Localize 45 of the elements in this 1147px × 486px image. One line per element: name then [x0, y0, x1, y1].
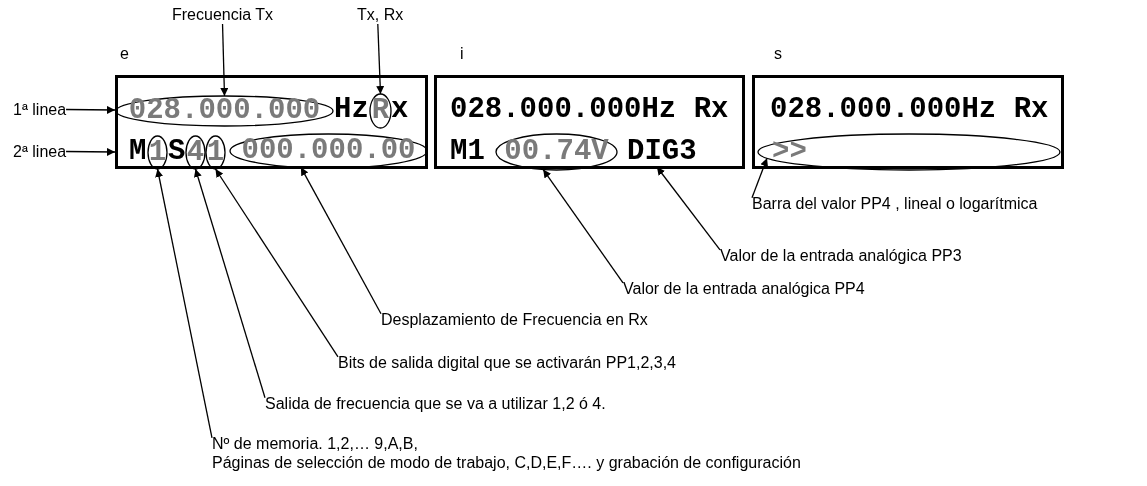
arrow [300, 166, 382, 315]
lcd-text: Hz [334, 95, 369, 125]
lcd-text: 4 [186, 137, 205, 168]
panel-heading: e [120, 44, 129, 63]
panel-heading: s [774, 44, 782, 63]
lcd-text: 00.74V [504, 137, 609, 167]
annotation-text: Frecuencia Tx [172, 5, 274, 24]
annotation-text: Valor de la entrada analógica PP4 [623, 279, 865, 298]
arrow [220, 23, 229, 97]
arrow [751, 157, 768, 199]
arrow [65, 147, 116, 156]
highlight-ellipse [230, 134, 427, 168]
annotation-text: Valor de la entrada analógica PP3 [720, 246, 962, 265]
arrow [65, 105, 116, 114]
annotation-text: Salida de frecuencia que se va a utilizar 1,2 ó 4. [265, 394, 606, 413]
lcd-text: 028.000.000Hz Rx [450, 95, 729, 125]
lcd-text: M [129, 137, 147, 167]
lcd-text: S [168, 137, 186, 167]
lcd-text: >> [772, 137, 807, 167]
highlight-ellipse [758, 134, 1060, 170]
arrow [656, 166, 721, 251]
annotation-text: 2ª linea [13, 142, 67, 161]
lcd-text: R [371, 96, 390, 126]
annotation-text: Desplazamiento de Frecuencia en Rx [381, 310, 648, 329]
lcd-text: M1 [450, 137, 485, 167]
lcd-text: DIG3 [627, 137, 697, 167]
arrow [376, 23, 385, 95]
annotation-text: Barra del valor PP4 , lineal o logarítmica [752, 194, 1038, 213]
lcd-text: 028.000.000Hz Rx [770, 95, 1049, 125]
annotation-text: Páginas de selección de modo de trabajo, C,D,E,F…. y grabación de configuración [212, 453, 801, 472]
panel-heading: i [460, 44, 464, 63]
arrow [155, 168, 213, 439]
lcd-text: 028.000.000 [128, 96, 321, 126]
lcd-text: 000.000.00 [241, 136, 416, 166]
lcd-text: 1 [148, 137, 167, 168]
arrow [542, 168, 624, 284]
arrow [194, 168, 266, 399]
lcd-text: 1 [206, 137, 225, 168]
annotation-text: Nº de memoria. 1,2,… 9,A,B, [212, 434, 419, 453]
highlight-ellipse [496, 134, 617, 170]
annotation-text: Tx, Rx [357, 5, 404, 24]
annotation-text: Bits de salida digital que se activarán PP1,2,3,4 [338, 353, 676, 372]
annotation-text: 1ª linea [13, 100, 67, 119]
arrow [214, 168, 339, 358]
lcd-text: x [391, 95, 409, 125]
